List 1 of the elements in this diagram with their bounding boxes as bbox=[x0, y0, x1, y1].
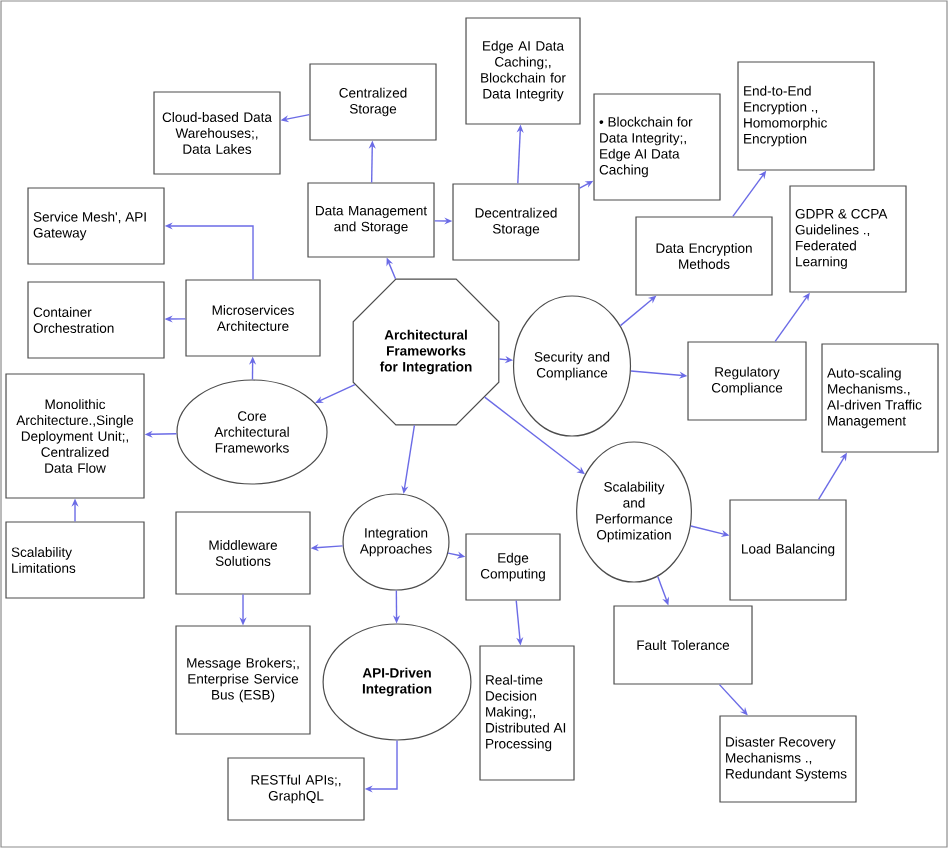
arrow bbox=[315, 384, 356, 403]
